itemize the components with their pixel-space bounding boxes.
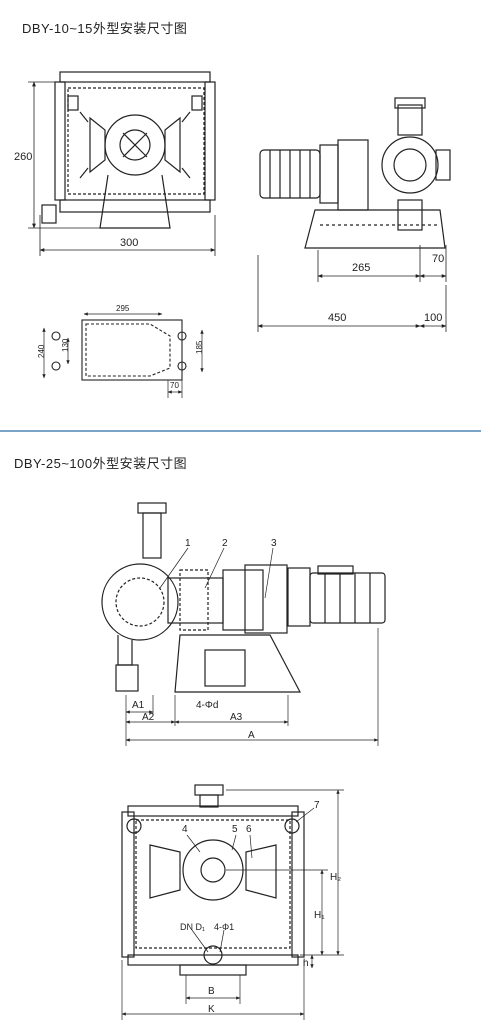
callout-5: 5 xyxy=(232,824,238,835)
top-front-view xyxy=(41,71,216,229)
label-4-phi1: 4-Φ1 xyxy=(214,922,234,932)
bottom-side-view xyxy=(101,502,386,693)
bottom-front-callout-leaders xyxy=(186,807,315,953)
dim-label-70-side: 70 xyxy=(432,253,444,265)
label-dn-d1: DN D₁ xyxy=(180,922,205,932)
callout-7: 7 xyxy=(314,800,320,811)
bottom-front-dimensions xyxy=(121,789,344,1020)
dim-label-185: 185 xyxy=(195,340,204,354)
bottom-front-view xyxy=(121,784,305,976)
callout-6: 6 xyxy=(246,824,252,835)
diagram-title-top: DBY-10~15外型安装尺寸图 xyxy=(22,21,188,36)
dim-label-A2: A2 xyxy=(142,712,155,723)
callout-3: 3 xyxy=(271,538,277,549)
dim-label-130: 130 xyxy=(61,338,70,352)
top-base-plan xyxy=(51,319,187,381)
dim-label-450: 450 xyxy=(328,312,346,324)
dim-label-100: 100 xyxy=(424,312,442,324)
callout-2: 2 xyxy=(222,538,228,549)
dim-label-A: A xyxy=(248,730,255,741)
top-side-dimensions xyxy=(257,245,447,332)
diagram-title-bottom: DBY-25~100外型安装尺寸图 xyxy=(14,456,188,471)
dim-label-phi-d: 4-Φd xyxy=(196,700,218,711)
callout-4: 4 xyxy=(182,824,188,835)
dim-label-h: h xyxy=(303,958,309,969)
bottom-side-dimensions xyxy=(125,628,379,746)
callout-1: 1 xyxy=(185,538,191,549)
top-front-dimensions xyxy=(28,81,216,256)
dim-label-K: K xyxy=(208,1004,215,1015)
dim-label-H1: H₁ xyxy=(314,910,325,921)
dim-label-300: 300 xyxy=(120,237,138,249)
dim-label-B: B xyxy=(208,986,215,997)
dim-label-A1: A1 xyxy=(132,700,145,711)
top-side-view xyxy=(259,97,451,249)
dim-label-265: 265 xyxy=(352,262,370,274)
dim-label-295: 295 xyxy=(116,304,130,313)
dim-label-70-base: 70 xyxy=(170,381,179,390)
bottom-side-callout-leaders xyxy=(159,547,274,599)
dim-label-240: 240 xyxy=(37,344,46,358)
top-base-dimensions xyxy=(42,312,204,398)
dim-label-260: 260 xyxy=(14,151,32,163)
dim-label-H2: H₂ xyxy=(330,872,341,883)
dim-label-A3: A3 xyxy=(230,712,243,723)
section-divider xyxy=(0,430,481,432)
